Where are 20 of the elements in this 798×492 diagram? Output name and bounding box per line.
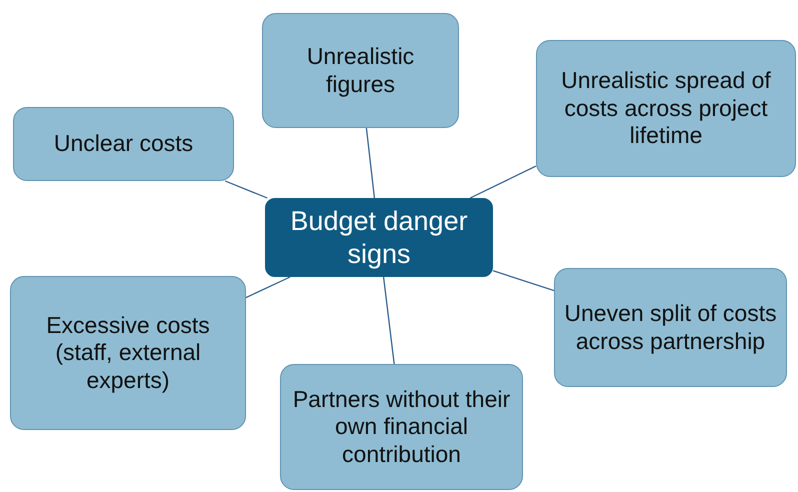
connector-line bbox=[382, 276, 395, 364]
connector-line bbox=[366, 128, 376, 198]
topic-label: Unrealistic spread of costs across project lifetime bbox=[560, 67, 772, 150]
topic-label: Unrealistic figures bbox=[306, 42, 416, 98]
connector-line bbox=[224, 180, 268, 199]
topic-label: Partners without their own financial contribution bbox=[292, 386, 512, 468]
topic-label: Uneven split of costs across partnership bbox=[563, 300, 778, 356]
topic-label: Unclear costs bbox=[54, 130, 194, 158]
topic-box bbox=[554, 268, 787, 387]
topic-box bbox=[10, 276, 246, 430]
central-topic-box bbox=[265, 198, 493, 277]
topic-label: Budget danger signs bbox=[289, 205, 469, 270]
connector-line bbox=[246, 276, 290, 298]
topic-label: Excessive costs (staff, external experts) bbox=[45, 312, 211, 394]
topic-box bbox=[262, 13, 459, 128]
topic-box bbox=[280, 364, 523, 490]
connector-line bbox=[470, 166, 536, 199]
topic-box bbox=[13, 107, 234, 181]
connector-line bbox=[492, 270, 554, 292]
topic-box bbox=[536, 40, 796, 177]
